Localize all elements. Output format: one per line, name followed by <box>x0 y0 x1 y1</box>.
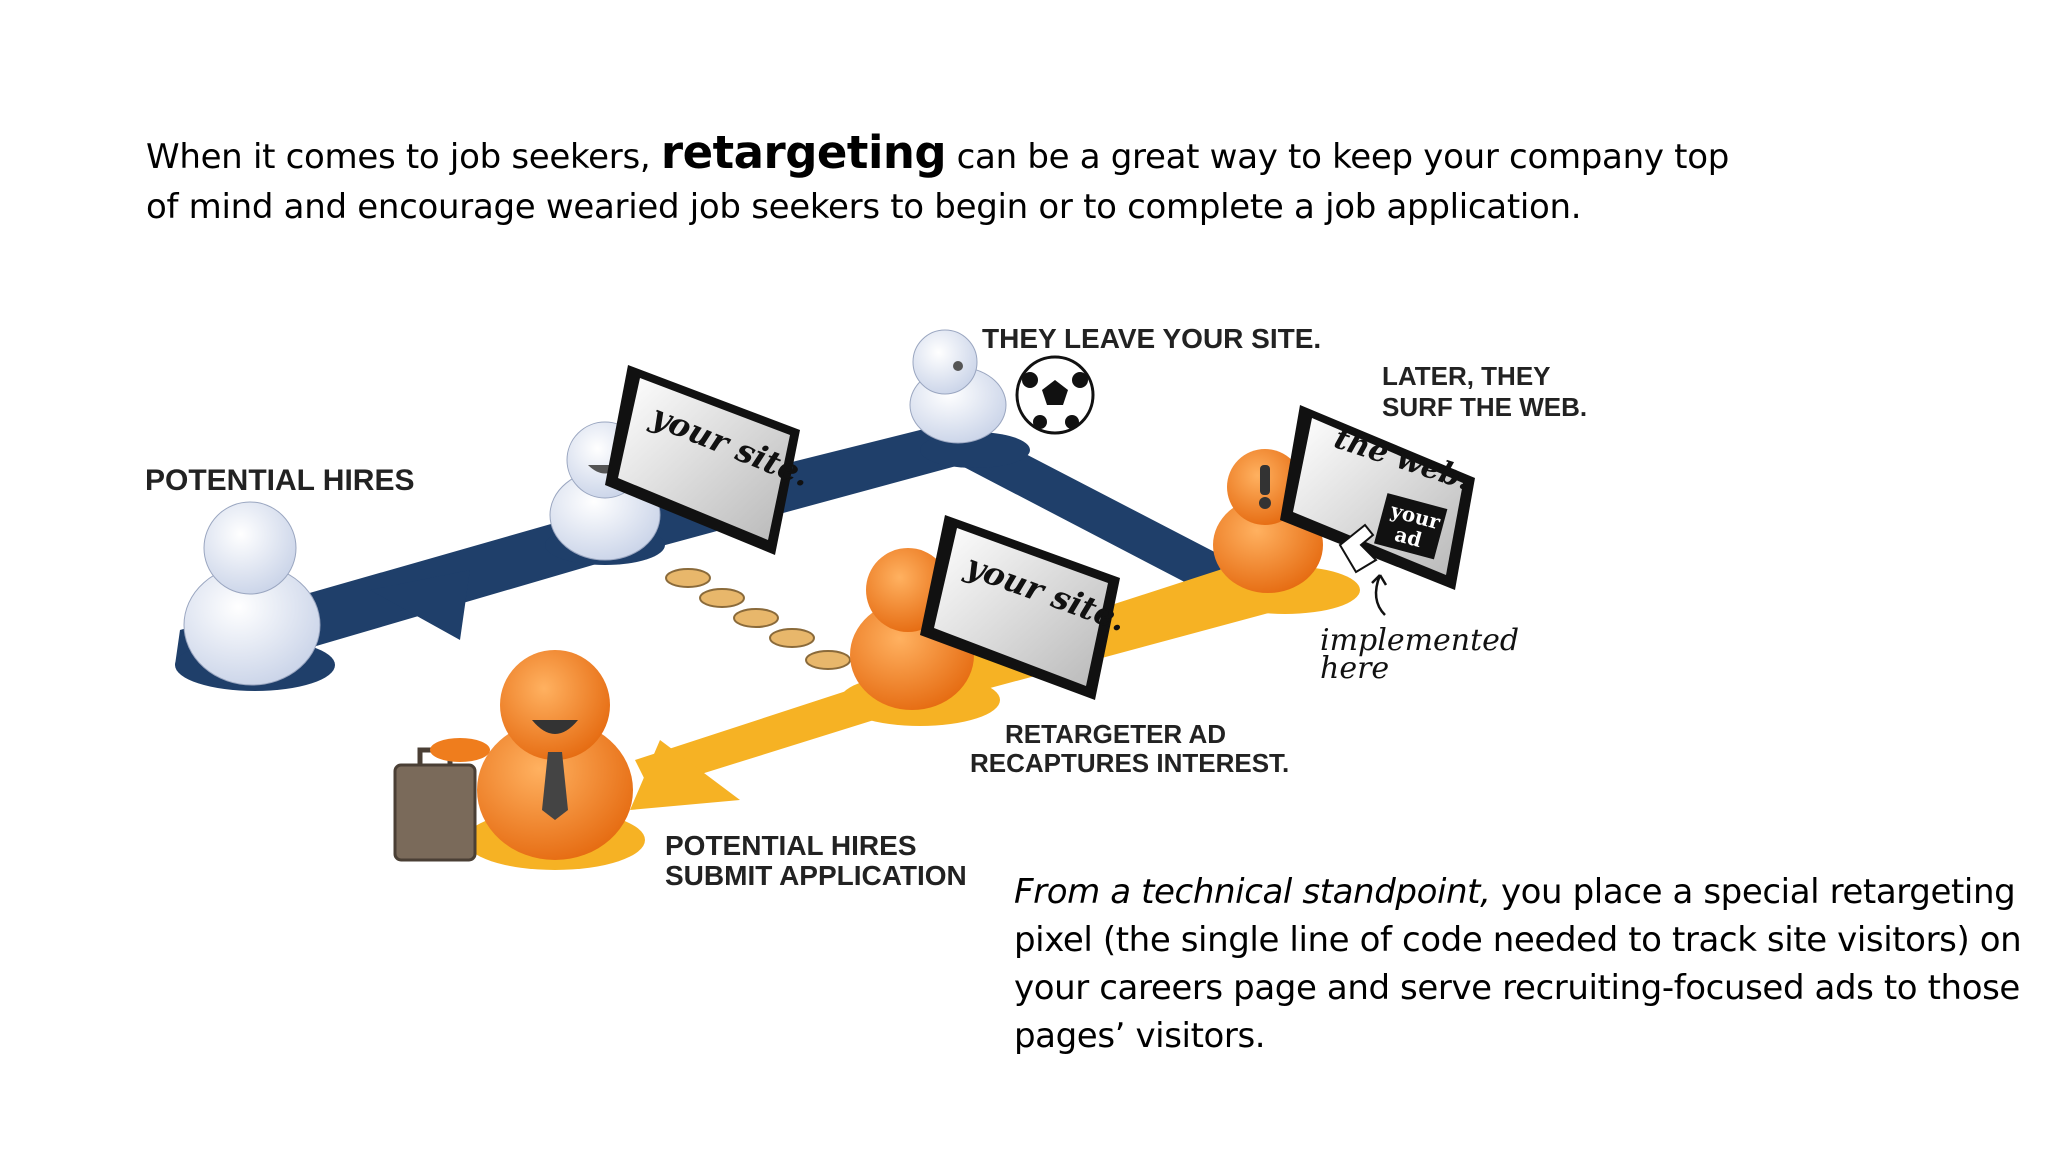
figure-leaving <box>909 329 1007 444</box>
label-later-2: SURF THE WEB. <box>1382 392 1587 422</box>
label-submit-2: SUBMIT APPLICATION <box>665 860 967 891</box>
figure-applicant <box>393 650 633 862</box>
hand-cursor-icon <box>1338 523 1378 574</box>
label-implemented-1: implemented <box>1320 623 1519 658</box>
soccer-ball-icon <box>1015 355 1095 435</box>
label-retarget-1: RETARGETER AD <box>1005 719 1226 749</box>
label-later-1: LATER, THEY <box>1382 361 1551 391</box>
outro-rest: you place a special retargeting pixel (t… <box>1014 872 2022 1056</box>
label-retarget-2: RECAPTURES INTEREST. <box>970 748 1289 778</box>
label-potential-hires: POTENTIAL HIRES <box>145 464 414 497</box>
label-implemented-2: here <box>1320 651 1389 686</box>
figure-potential-hire <box>183 501 321 686</box>
implemented-arrow-icon <box>1371 574 1388 616</box>
intro-before: When it comes to job seekers, <box>146 137 651 177</box>
intro-paragraph: When it comes to job seekers, retargetin… <box>146 128 1746 232</box>
stepping-stones <box>665 568 851 670</box>
outro-paragraph: From a technical standpoint, you place a… <box>1014 868 2024 1060</box>
intro-after: can be a great way to keep your company … <box>146 137 1729 227</box>
label-they-leave: THEY LEAVE YOUR SITE. <box>982 323 1321 354</box>
screen-your-site-bottom: your site. <box>920 515 1131 700</box>
outro-italic: From a technical standpoint, <box>1014 872 1491 912</box>
retargeting-diagram: your site. your site. the web. your ad P… <box>145 323 1587 891</box>
screen-your-site-top: your site. <box>605 365 816 555</box>
intro-highlight: retargeting <box>660 126 947 179</box>
label-submit-1: POTENTIAL HIRES <box>665 830 917 861</box>
